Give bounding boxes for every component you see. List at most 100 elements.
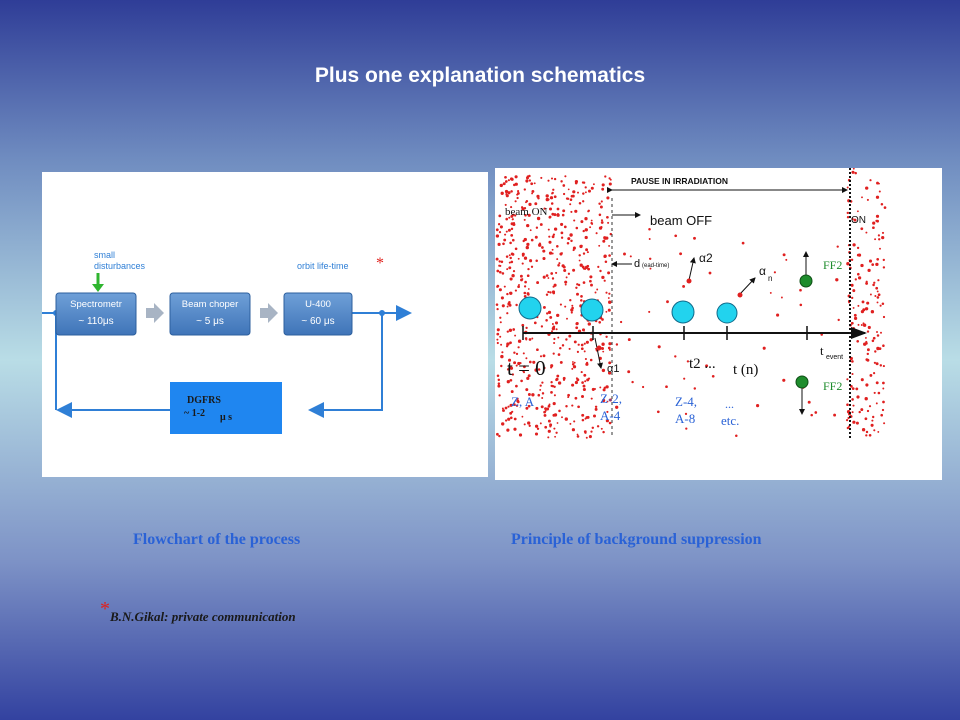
background-dot	[547, 436, 550, 439]
background-dot	[585, 436, 588, 439]
beam-off-label: beam OFF	[650, 213, 712, 228]
background-dot	[880, 413, 884, 417]
background-dot	[523, 291, 527, 295]
background-dot	[867, 325, 871, 330]
background-dot	[833, 413, 837, 417]
background-dot	[881, 408, 885, 412]
background-dot	[871, 419, 874, 422]
background-dot	[564, 175, 567, 178]
background-dot	[527, 404, 531, 408]
background-dot	[499, 321, 502, 324]
background-dot	[584, 186, 587, 189]
background-dot	[512, 328, 516, 331]
background-dot	[560, 236, 564, 239]
background-dot	[875, 214, 880, 218]
background-dot	[503, 285, 506, 288]
background-dot	[872, 226, 875, 230]
background-dot	[588, 435, 592, 439]
background-dot	[871, 263, 875, 266]
background-dot	[860, 310, 864, 314]
background-dot	[868, 433, 872, 437]
background-dot	[497, 378, 501, 382]
background-dot	[580, 295, 583, 298]
beam-on-right-label: ON	[851, 215, 866, 226]
background-dot	[878, 238, 881, 241]
background-dot	[869, 373, 873, 377]
background-dot	[629, 255, 632, 258]
background-dot	[846, 262, 850, 266]
background-dot	[602, 350, 605, 353]
background-dot	[875, 286, 879, 290]
background-dot	[543, 366, 546, 370]
background-dot	[852, 404, 855, 407]
background-dot	[553, 413, 558, 417]
background-dot	[541, 397, 544, 399]
background-dot	[608, 177, 611, 180]
background-dot	[548, 207, 553, 211]
background-dot	[573, 219, 576, 222]
background-dot	[866, 352, 870, 356]
background-dot	[495, 234, 500, 238]
background-dot	[873, 281, 876, 284]
background-dot	[565, 197, 569, 200]
background-dot	[582, 281, 586, 284]
background-dot	[539, 422, 542, 425]
background-dot	[586, 251, 589, 254]
background-dot	[547, 228, 550, 231]
background-dot	[534, 432, 539, 436]
background-dot	[587, 209, 590, 212]
background-dot	[517, 257, 520, 260]
background-dot	[530, 182, 534, 186]
t0-label: t = 0	[507, 356, 546, 380]
background-dot	[682, 284, 686, 288]
background-dot	[862, 323, 867, 327]
background-dot	[648, 238, 651, 240]
background-dot	[582, 192, 585, 195]
background-dot	[608, 182, 612, 186]
background-dot	[530, 238, 534, 242]
background-dot	[576, 283, 579, 286]
background-dot	[568, 347, 571, 350]
background-dot	[536, 281, 540, 285]
box-dgfrs-label: DGFRS	[187, 395, 221, 406]
background-dot	[513, 427, 517, 431]
background-dot	[575, 322, 579, 326]
background-dot	[567, 272, 571, 275]
background-dot	[504, 406, 508, 410]
background-dot	[514, 182, 518, 186]
background-dot	[510, 260, 514, 264]
background-dot	[554, 321, 559, 325]
background-dot	[580, 220, 584, 224]
background-dot	[600, 221, 604, 224]
background-dot	[601, 183, 605, 187]
background-dot	[657, 345, 661, 349]
background-dot	[551, 235, 555, 239]
background-dot	[860, 378, 864, 382]
background-dot	[567, 396, 570, 399]
background-dot	[510, 390, 514, 394]
background-dot	[512, 222, 516, 227]
background-dot	[602, 239, 606, 243]
background-dot	[596, 288, 599, 291]
background-dot	[525, 338, 528, 341]
background-dot	[556, 207, 560, 211]
background-dot	[507, 417, 511, 421]
background-dot	[524, 280, 527, 284]
background-dot	[588, 189, 591, 193]
background-dot	[583, 342, 586, 345]
flowchart-panel: Spectrometr ~ 110μs Beam choper ~ 5 μs U…	[42, 172, 488, 477]
background-dot	[882, 365, 885, 368]
background-dot	[551, 192, 554, 195]
ff2-top-label: FF2	[823, 258, 842, 272]
background-dot	[556, 258, 559, 261]
background-dot	[514, 200, 517, 203]
background-dot	[501, 407, 504, 410]
background-dot	[594, 405, 598, 409]
background-dot	[864, 341, 868, 345]
background-dot	[528, 360, 532, 364]
background-dot	[542, 275, 546, 279]
background-dot	[853, 313, 857, 317]
background-dot	[570, 311, 573, 314]
background-dot	[509, 378, 513, 382]
background-dot	[544, 407, 547, 410]
